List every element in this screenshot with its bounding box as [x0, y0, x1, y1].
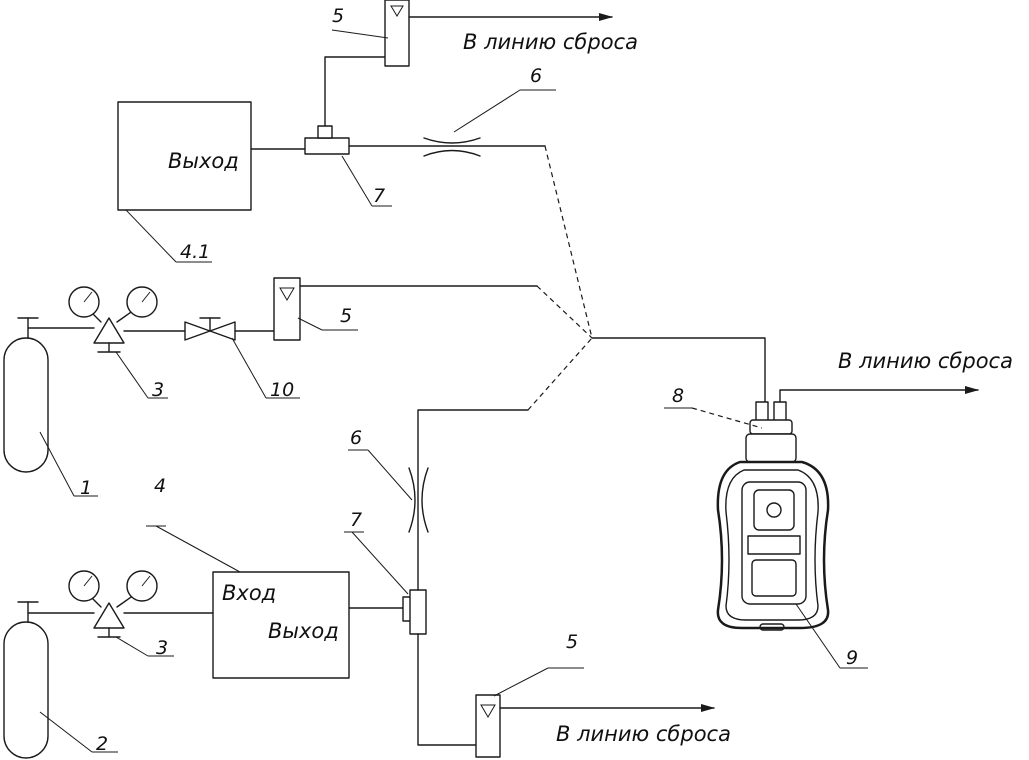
callout-6-top: 6: [530, 65, 542, 87]
callout-2: 2: [96, 733, 108, 755]
callout-10: 10: [270, 379, 294, 401]
tee-bottom: [402, 589, 427, 635]
flowmeter-top: [384, 0, 410, 67]
cylinder-2: [3, 601, 49, 759]
pressure-regulator-bottom: [68, 570, 158, 638]
generator-bottom-input-label: Вход: [222, 581, 276, 605]
callouts: 5 6 7 4.1 5 3 10 1 6 4 7 3 2: [39, 5, 868, 755]
dashed-line-top: [544, 145, 593, 339]
callout-6-bottom: 6: [350, 427, 362, 449]
callout-3-bottom: 3: [156, 637, 168, 659]
vent-bottom-label: В линию сброса: [556, 722, 731, 746]
tee-top: [304, 125, 350, 155]
vent-right-arrow: [779, 386, 979, 403]
gas-detector-device: [716, 401, 830, 631]
restrictor-top: [423, 137, 481, 157]
callout-9: 9: [846, 647, 858, 669]
vent-top-label: В линию сброса: [463, 30, 638, 54]
dashed-line-bottom: [527, 337, 593, 411]
callout-3-top: 3: [152, 379, 164, 401]
callout-1: 1: [80, 477, 92, 499]
restrictor-bottom: [408, 467, 429, 533]
callout-5-bottom: 5: [566, 631, 578, 653]
generator-bottom: Вход Выход: [212, 571, 350, 679]
callout-5-top: 5: [332, 5, 344, 27]
flowmeter-mid: [273, 277, 301, 341]
callout-7-top: 7: [373, 185, 385, 207]
flowmeter-bottom: [475, 694, 501, 758]
callout-5-mid: 5: [340, 305, 352, 327]
cylinder-1: [3, 317, 49, 473]
callout-7-bottom: 7: [350, 509, 362, 531]
valve-10: [184, 317, 236, 341]
dashed-line-mid: [536, 285, 593, 339]
callout-4: 4: [154, 475, 166, 497]
generator-top: Выход: [117, 101, 252, 211]
generator-bottom-output-label: Выход: [268, 619, 339, 643]
pressure-regulator-top: [68, 286, 158, 353]
generator-top-output-label: Выход: [168, 149, 239, 173]
callout-8: 8: [672, 385, 684, 407]
callout-4-1: 4.1: [180, 241, 210, 263]
vent-right-label: В линию сброса: [838, 349, 1013, 373]
